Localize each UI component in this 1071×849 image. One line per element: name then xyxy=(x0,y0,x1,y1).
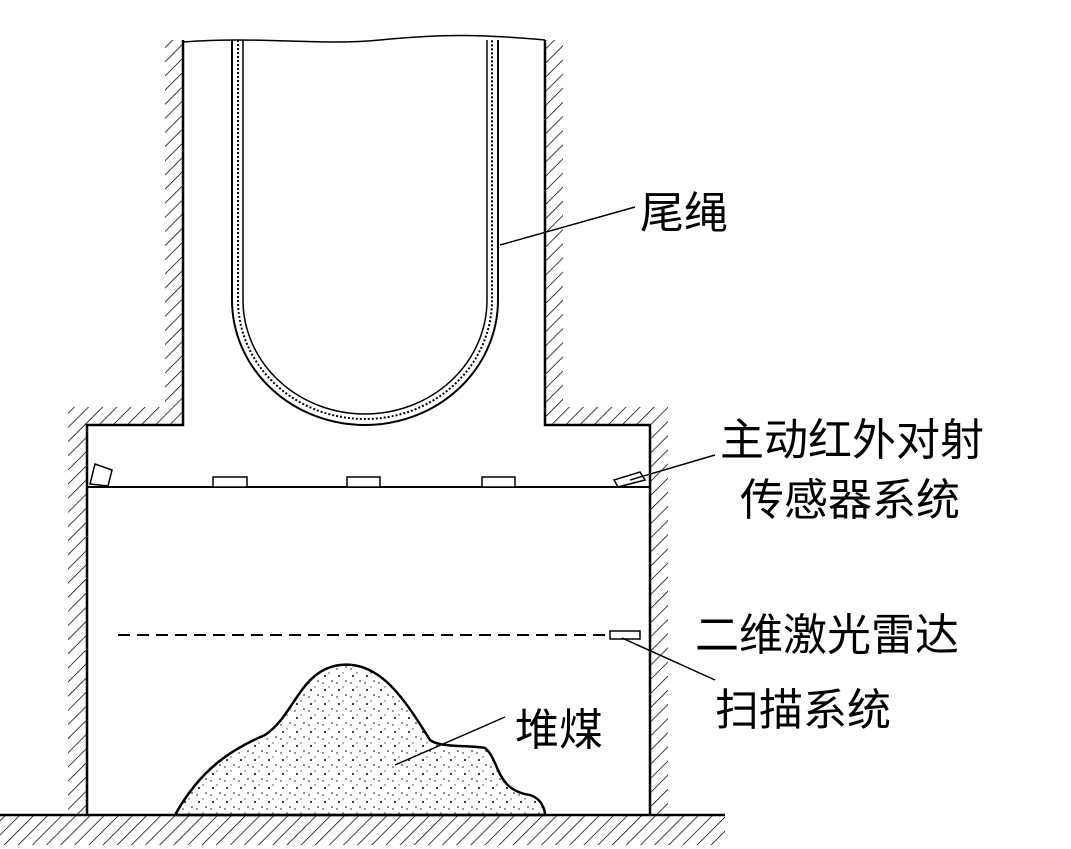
tail-rope xyxy=(231,40,499,426)
lidar-scan-system xyxy=(118,630,641,640)
label-ir-sensor-line2: 传感器系统 xyxy=(740,475,960,526)
leader-lines xyxy=(394,206,716,766)
infrared-sensor-system xyxy=(87,463,650,488)
ground xyxy=(0,813,725,845)
label-tail-rope: 尾绳 xyxy=(640,188,728,239)
label-lidar-line2: 扫描系统 xyxy=(715,685,891,736)
label-ir-sensor-line1: 主动红外对射 xyxy=(720,415,984,466)
coal-pile xyxy=(172,663,547,817)
label-coal-pile: 堆煤 xyxy=(515,705,603,756)
label-lidar-line1: 二维激光雷达 xyxy=(695,610,959,661)
